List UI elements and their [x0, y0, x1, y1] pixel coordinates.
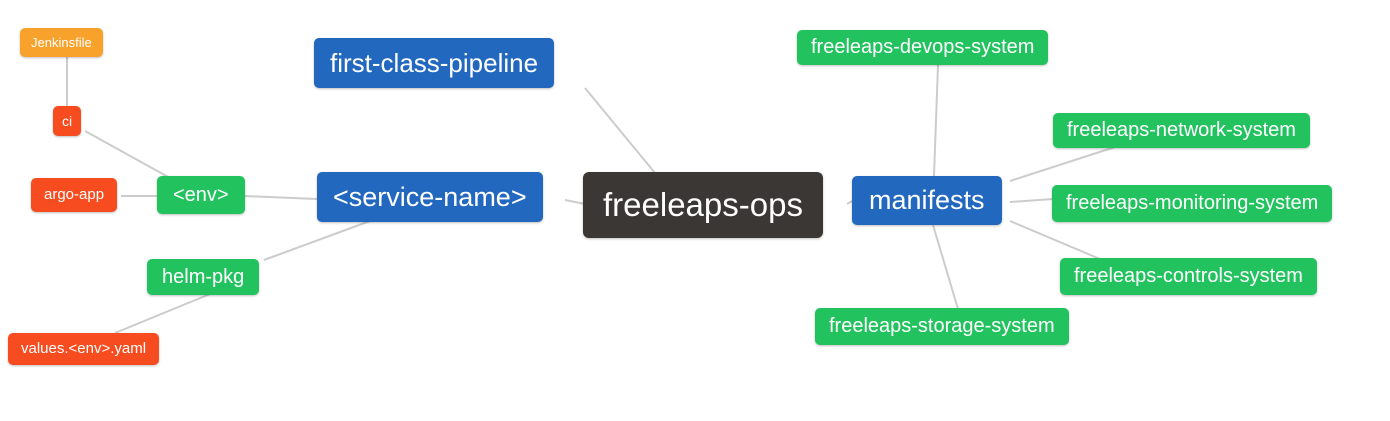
node-freeleaps-network-system[interactable]: freeleaps-network-system	[1053, 113, 1310, 148]
edge-manifests-network-system	[1009, 146, 1116, 182]
edge-helm-pkg-service-name	[263, 220, 371, 261]
node-service-name[interactable]: <service-name>	[317, 172, 543, 222]
edge-values-env-yaml-helm-pkg	[114, 293, 211, 334]
node-helm-pkg[interactable]: helm-pkg	[147, 259, 260, 295]
node-freeleaps-ops-root[interactable]: freeleaps-ops	[583, 172, 823, 238]
node-env[interactable]: <env>	[157, 176, 245, 214]
node-first-class-pipeline[interactable]: first-class-pipeline	[314, 38, 555, 88]
node-jenkinsfile[interactable]: Jenkinsfile	[20, 28, 103, 57]
edge-service-name-ops	[564, 199, 586, 205]
node-argo-app[interactable]: argo-app	[31, 178, 118, 212]
edge-manifests-controls-system	[1009, 220, 1101, 260]
node-ci[interactable]: ci	[53, 106, 82, 136]
node-freeleaps-controls-system[interactable]: freeleaps-controls-system	[1060, 258, 1317, 295]
edge-first-class-pipeline-ops	[584, 87, 656, 174]
edge-manifests-devops-system	[933, 64, 939, 177]
node-freeleaps-devops-system[interactable]: freeleaps-devops-system	[797, 30, 1049, 65]
node-freeleaps-storage-system[interactable]: freeleaps-storage-system	[815, 308, 1069, 345]
edge-manifests-monitoring-system	[1009, 198, 1054, 203]
edge-manifests-storage-system	[932, 224, 959, 310]
node-freeleaps-monitoring-system[interactable]: freeleaps-monitoring-system	[1052, 185, 1333, 222]
edge-env-service-name	[243, 195, 318, 200]
edge-ci-env	[84, 130, 171, 179]
node-values-env-yaml[interactable]: values.<env>.yaml	[8, 333, 160, 365]
node-manifests[interactable]: manifests	[852, 176, 1002, 225]
